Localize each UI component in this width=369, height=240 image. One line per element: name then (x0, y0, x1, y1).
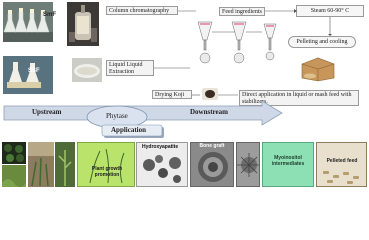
koji-product-photo (202, 88, 218, 100)
upstream-label: Upstream (32, 108, 62, 116)
spiky-particle-card (236, 142, 260, 187)
ssf-flasks-photo (3, 56, 53, 94)
pelleting-cooling-box: Pelleting and cooling (288, 36, 356, 48)
myoinositol-label: Myoinositol intermediates (271, 155, 305, 167)
application-card-myoinositol (262, 142, 314, 187)
plant-photo-4 (55, 142, 75, 187)
feed-ingredients-box: Feed ingredients (219, 7, 265, 16)
diagram-canvas: SmF SSF Column chromatography (0, 0, 369, 189)
bone-graft-card (190, 142, 234, 187)
liquid-extraction-box: Liquid Liquid Extraction (106, 60, 154, 76)
application-label: Application (111, 126, 147, 134)
hydroxyapatite-card (136, 142, 188, 187)
phytase-label: Phytase (106, 112, 128, 120)
plant-growth-label: Plant growth promotion (91, 166, 123, 178)
smf-flasks-photo (3, 2, 53, 42)
separator-funnel-2 (231, 21, 247, 64)
separator-funnel-3 (263, 23, 277, 61)
application-box (101, 124, 163, 137)
plant-photo-2 (2, 165, 26, 187)
column-chromatography-box: Column chromatography (106, 6, 178, 15)
plant-photo-1 (2, 142, 26, 164)
flow-graphics (3, 9, 332, 138)
bioreactor-photo (67, 2, 99, 46)
pelleted-feed-card (316, 142, 367, 187)
plant-photo-3 (28, 142, 54, 187)
pelleted-feed-label: Pelleted feed (326, 158, 358, 164)
hydroxyapatite-label: Hydroxyapatite (142, 144, 179, 150)
smf-label: SmF (43, 12, 57, 18)
direct-application-box: Direct application in liquid or mash fee… (239, 90, 359, 106)
bone-graft-label: Bone graft (199, 143, 225, 149)
separator-funnel-1 (197, 21, 213, 64)
application-card-plant-growth (77, 142, 135, 187)
downstream-label: Downstream (190, 108, 228, 116)
koji-tray-photo (72, 58, 102, 82)
feed-bag-photo (298, 54, 338, 82)
ssf-label: SSF (28, 68, 40, 74)
drying-koji-box: Drying Koji (152, 90, 192, 99)
